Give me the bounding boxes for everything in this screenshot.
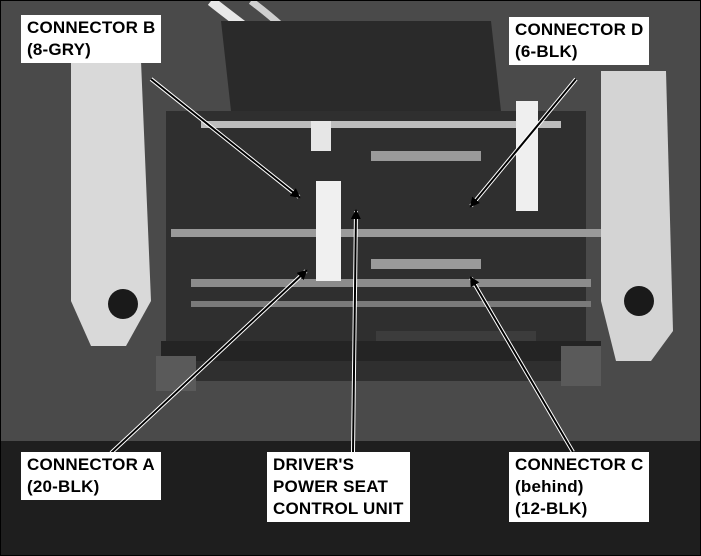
label-connector-c: CONNECTOR C (behind) (12-BLK) (509, 452, 650, 522)
label-connector-c-spec: (12-BLK) (515, 499, 588, 518)
label-connector-c-name: CONNECTOR C (515, 455, 644, 474)
label-control-unit: DRIVER'S POWER SEAT CONTROL UNIT (267, 452, 410, 522)
label-control-unit-line1: DRIVER'S (273, 455, 355, 474)
label-connector-b-spec: (8-GRY) (27, 40, 92, 59)
label-connector-a-spec: (20-BLK) (27, 477, 100, 496)
label-connector-b: CONNECTOR B (8-GRY) (21, 15, 162, 63)
label-control-unit-line3: CONTROL UNIT (273, 499, 404, 518)
label-connector-d-spec: (6-BLK) (515, 42, 578, 61)
label-connector-a: CONNECTOR A (20-BLK) (21, 452, 161, 500)
label-connector-d: CONNECTOR D (6-BLK) (509, 17, 650, 65)
label-connector-d-name: CONNECTOR D (515, 20, 644, 39)
label-connector-a-name: CONNECTOR A (27, 455, 155, 474)
label-control-unit-line2: POWER SEAT (273, 477, 389, 496)
label-connector-b-name: CONNECTOR B (27, 18, 156, 37)
label-connector-c-note: (behind) (515, 477, 584, 496)
